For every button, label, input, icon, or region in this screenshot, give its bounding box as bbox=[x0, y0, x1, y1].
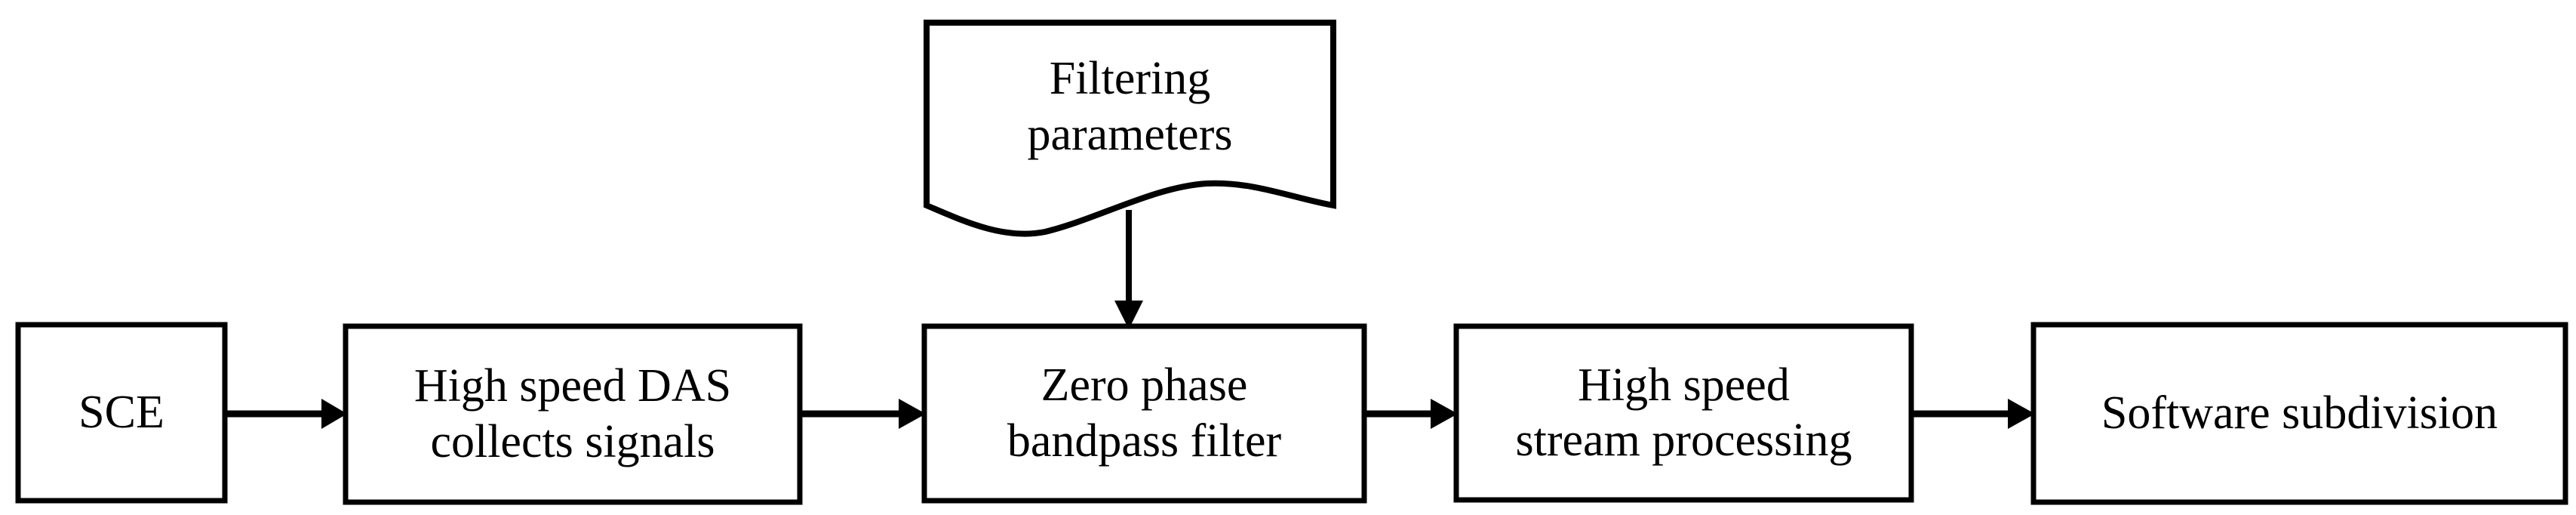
edge-stream-to-subdivision bbox=[1911, 399, 2035, 429]
edge-params-to-filter bbox=[1114, 210, 1143, 329]
node-shape-params-document[interactable] bbox=[924, 20, 1336, 237]
node-shape-sce[interactable] bbox=[15, 322, 228, 504]
edge-das-to-filter bbox=[800, 399, 926, 429]
node-shape-filter[interactable] bbox=[921, 323, 1367, 504]
node-shape-subdivision[interactable] bbox=[2030, 322, 2568, 505]
edge-filter-to-stream bbox=[1364, 399, 1458, 429]
node-shape-das[interactable] bbox=[343, 323, 803, 505]
edge-arrows bbox=[225, 210, 2035, 429]
node-shapes bbox=[15, 20, 2568, 505]
node-shape-stream[interactable] bbox=[1453, 323, 1914, 503]
edge-sce-to-das bbox=[225, 399, 347, 429]
